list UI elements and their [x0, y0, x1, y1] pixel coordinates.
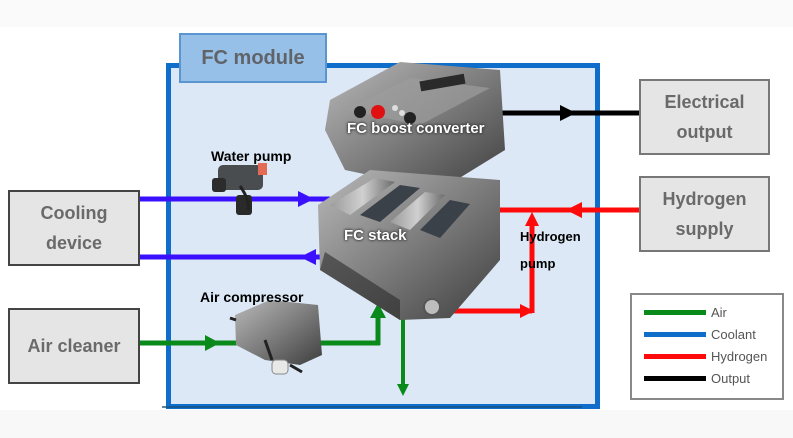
bottom-band — [0, 410, 793, 438]
legend-swatch-output — [644, 376, 706, 381]
legend-label-hydrogen: Hydrogen — [711, 349, 768, 364]
hydrogen-pump-label-line1: Hydrogen — [520, 229, 581, 244]
legend-item-hydrogen: Hydrogen — [644, 349, 767, 364]
top-band — [0, 0, 793, 27]
legend-label-output: Output — [711, 371, 751, 386]
hydrogen-flow — [450, 202, 640, 318]
fc-boost-converter-label: FC boost converter — [347, 120, 485, 137]
air-cleaner-label: Air cleaner — [27, 336, 121, 356]
hydrogen-supply-box: Hydrogen supply — [639, 176, 770, 252]
cooling-device-box: Cooling device — [8, 190, 140, 266]
hydrogen-supply-label-line1: Hydrogen — [662, 189, 747, 209]
legend-label-coolant: Coolant — [711, 327, 756, 342]
electrical-output-label-line2: output — [676, 122, 733, 142]
cooling-device-label-line1: Cooling — [40, 203, 108, 223]
fc-stack-image — [318, 170, 500, 320]
legend-swatch-coolant — [644, 332, 706, 337]
water-pump-image — [212, 163, 267, 215]
coolant-flow — [140, 191, 340, 265]
hydrogen-pump-label-line2: pump — [520, 256, 556, 271]
bottom-divider — [162, 406, 582, 408]
legend-swatch-air — [644, 310, 706, 315]
water-pump-label: Water pump — [211, 148, 292, 164]
electrical-output-box: Electrical output — [639, 79, 770, 155]
legend-item-coolant: Coolant — [644, 327, 756, 342]
fc-boost-converter-image — [325, 62, 505, 190]
air-cleaner-box: Air cleaner — [8, 308, 140, 384]
legend-item-air: Air — [644, 305, 727, 320]
air-compressor-label: Air compressor — [200, 289, 304, 305]
hydrogen-supply-label-line2: supply — [675, 219, 734, 239]
fc-stack-label: FC stack — [344, 227, 407, 244]
air-compressor-image — [229, 300, 322, 375]
legend-swatch-hydrogen — [644, 354, 706, 359]
legend-item-output: Output — [644, 371, 750, 386]
fc-module-title: FC module — [179, 33, 327, 83]
cooling-device-label-line2: device — [45, 233, 103, 253]
legend-label-air: Air — [711, 305, 727, 320]
legend: Air Coolant Hydrogen Output — [630, 293, 784, 400]
electrical-output-label-line1: Electrical — [664, 92, 745, 112]
